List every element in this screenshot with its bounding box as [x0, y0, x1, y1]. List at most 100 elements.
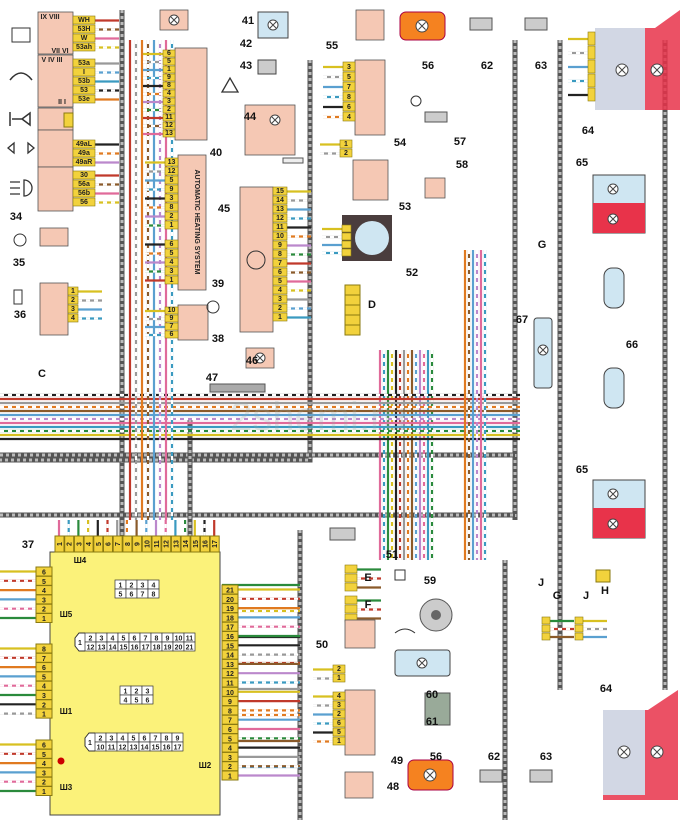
ign-pin [67, 286, 79, 296]
sh2-pin-label: 4 [228, 746, 232, 753]
m45-pin [272, 204, 288, 214]
light-pin [72, 188, 96, 198]
socket-21pin-pin-label: 7 [144, 636, 148, 643]
h39-pin [164, 202, 179, 212]
washer-roman-bottom: II I [58, 99, 66, 106]
m53-pin-label: 1 [344, 141, 348, 148]
washer-icon [9, 72, 33, 81]
wiper-pin-label: 53H [78, 26, 91, 33]
socket-21pin-pin-label: 16 [131, 645, 139, 652]
wiper-pin [72, 15, 96, 25]
sh4-pin [93, 535, 104, 553]
sh1-pin-label: 2 [42, 702, 46, 709]
socket-21pin-pin-label: 18 [153, 645, 161, 652]
sh4-label: Ш4 [74, 556, 87, 565]
lamp-65-red [593, 203, 645, 233]
ignition-switch-36 [39, 282, 69, 336]
h39b-pin-label: 1 [170, 277, 174, 284]
r49-pin [332, 700, 346, 710]
h39b-pin [164, 248, 179, 258]
cF-pin [344, 595, 358, 605]
socket-21pin-pin-label: 11 [186, 636, 194, 643]
lamp-65-a-cross [609, 185, 617, 193]
callout-38: 38 [212, 333, 224, 345]
m50-pin [332, 673, 346, 683]
m45-pin-label: 11 [276, 224, 284, 231]
sh1-pin-label: 3 [42, 693, 46, 700]
socket-21pin-pin-label: 20 [175, 645, 183, 652]
socket-8pin-pin-label: 6 [130, 592, 134, 599]
socket-21pin-pin-label: 19 [164, 645, 172, 652]
socket-8pin-pin-label: 8 [152, 592, 156, 599]
sh4-pin [122, 535, 133, 553]
socket-6pin-pin-label: 5 [135, 698, 139, 705]
horn-pin [63, 112, 74, 128]
r38-pin [164, 306, 179, 315]
lamp-66-a [603, 267, 625, 309]
callout-E: E [364, 572, 371, 584]
callout-48: 48 [387, 781, 399, 793]
cF-pin [344, 604, 358, 614]
sh4-pin-label: 8 [125, 542, 132, 546]
lamp-56-bulb-cross [418, 22, 426, 30]
ign-pin-label: 1 [71, 288, 75, 295]
sh4-pin-label: 5 [96, 542, 103, 546]
h39-pin-label: 12 [168, 168, 176, 175]
lamp-65-red [593, 508, 645, 538]
h39-pin-label: 1 [170, 222, 174, 229]
sh2-pin-label: 18 [226, 615, 234, 622]
sh5-pin [35, 613, 53, 623]
sh2-pin-label: 10 [226, 690, 234, 697]
callout-J: J [583, 590, 589, 602]
r40-pin [162, 49, 176, 58]
m45-pin-label: 5 [278, 278, 282, 285]
callout-41: 41 [242, 15, 254, 27]
r40-pin [162, 129, 176, 138]
h39b-pin-label: 4 [170, 259, 174, 266]
sh2-pin-label: 8 [228, 708, 232, 715]
socket-17pin-pin-label: 3 [110, 736, 114, 743]
lamp-60-bulb-cross [418, 659, 426, 667]
r38-pin [164, 330, 179, 339]
lamp-63-lower [529, 769, 553, 783]
r54-pin-label: 6 [347, 104, 351, 111]
callout-62: 62 [481, 60, 493, 72]
light-pin-label: 56 [80, 199, 88, 206]
washer-pin [72, 94, 96, 104]
callout-52: 52 [406, 267, 418, 279]
sh2-pin-label: 21 [226, 588, 234, 595]
r40-pin [162, 97, 176, 106]
sh1-pin-label: 7 [42, 656, 46, 663]
sh2-pin-label: 12 [226, 671, 234, 678]
lamp-63 [524, 17, 548, 31]
brake-icon [410, 95, 422, 107]
r54-pin-label: 8 [347, 94, 351, 101]
socket-6pin-pin-label: 6 [146, 698, 150, 705]
h39b-pin [164, 239, 179, 249]
sh5-pin-label: 1 [42, 616, 46, 623]
callout-62: 62 [488, 751, 500, 763]
socket-6pin-pin-label: 3 [146, 689, 150, 696]
washer-pin [72, 58, 96, 68]
sh4-pin-label: 2 [67, 542, 74, 546]
connector-D [344, 284, 361, 336]
sh3-label: Ш3 [60, 783, 73, 792]
socket-21pin-pin-label: 4 [111, 636, 115, 643]
harness-line-stripe [0, 60, 312, 462]
socket-6pin-pin-label: 1 [124, 689, 128, 696]
r40-pin [162, 121, 176, 130]
h39b-pin [164, 275, 179, 285]
sh3-pin-label: 5 [42, 752, 46, 759]
h39b-pin [164, 266, 179, 276]
callout-63: 63 [540, 751, 552, 763]
motor-53 [352, 159, 389, 201]
callout-42: 42 [240, 38, 252, 50]
r49-pin [332, 718, 346, 728]
callout-C: C [38, 368, 46, 380]
m45-pin [272, 222, 288, 232]
r49-pin [332, 727, 346, 737]
socket-6pin-pin-label: 4 [124, 698, 128, 705]
callout-40: 40 [210, 147, 222, 159]
sh2-pin-label: 15 [226, 643, 234, 650]
socket-17pin-pin-label: 17 [174, 745, 182, 752]
